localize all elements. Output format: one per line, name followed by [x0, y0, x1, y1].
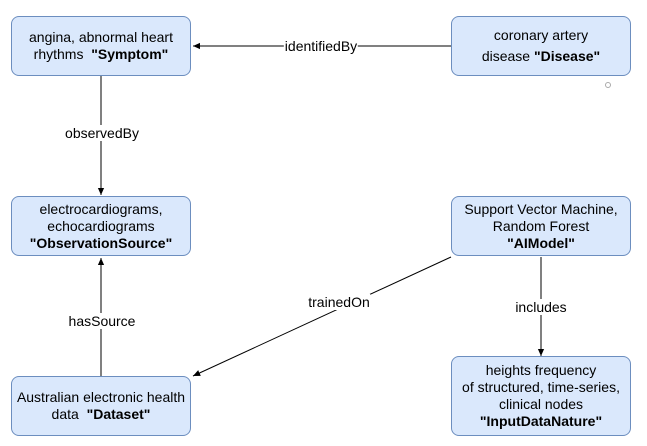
node-ai-model-line-2: Random Forest — [492, 217, 590, 234]
node-dataset-line-2: data "Dataset" — [52, 406, 151, 423]
node-input-data-nature-line-1: heights frequency — [485, 362, 597, 378]
node-disease-line-2-text: disease — [481, 48, 531, 64]
node-symptom-line-2: rhythms "Symptom" — [34, 46, 169, 63]
edge-label-observed-by: observedBy — [64, 125, 140, 141]
node-symptom-line-1: angina, abnormal heart — [29, 29, 173, 45]
edge-trained-on[interactable] — [192, 256, 452, 377]
edge-label-identified-by: identifiedBy — [283, 38, 359, 54]
node-dataset-type: "Dataset" — [86, 406, 151, 422]
node-disease-line-1: coronary artery — [493, 27, 589, 43]
node-observation-source-type: "ObservationSource" — [29, 234, 173, 251]
node-ai-model[interactable]: Support Vector Machine, Random Forest "A… — [451, 196, 631, 256]
node-observation-source-line-2: echocardiograms — [47, 217, 155, 234]
node-disease[interactable]: coronary artery disease "Disease" — [451, 16, 631, 76]
node-ai-model-type: "AIModel" — [507, 234, 575, 251]
edge-label-trained-on: trainedOn — [307, 294, 371, 310]
node-symptom-line-2-text: rhythms — [33, 46, 84, 62]
connection-point-dot — [605, 82, 611, 88]
node-disease-type: "Disease" — [533, 48, 601, 64]
node-symptom-type: "Symptom" — [91, 46, 169, 62]
node-dataset-line-2-text: data — [51, 406, 79, 422]
edge-label-has-source: hasSource — [67, 313, 137, 329]
node-input-data-nature-line-3: clinical nodes — [498, 396, 584, 412]
node-input-data-nature-type: "InputDataNature" — [479, 413, 603, 429]
node-input-data-nature[interactable]: heights frequency of structured, time-se… — [451, 356, 631, 436]
node-observation-source-line-1: electrocardiograms, — [39, 200, 163, 217]
node-observation-source[interactable]: electrocardiograms, echocardiograms "Obs… — [11, 196, 191, 256]
node-dataset-line-1: Australian electronic health — [16, 389, 186, 405]
edge-label-includes: includes — [514, 299, 568, 315]
node-input-data-nature-line-2: of structured, time-series, — [462, 379, 620, 395]
node-disease-line-2: disease "Disease" — [482, 48, 600, 65]
node-dataset[interactable]: Australian electronic health data "Datas… — [11, 376, 191, 436]
node-symptom[interactable]: angina, abnormal heart rhythms "Symptom" — [11, 16, 191, 76]
node-ai-model-line-1: Support Vector Machine, — [464, 200, 618, 217]
